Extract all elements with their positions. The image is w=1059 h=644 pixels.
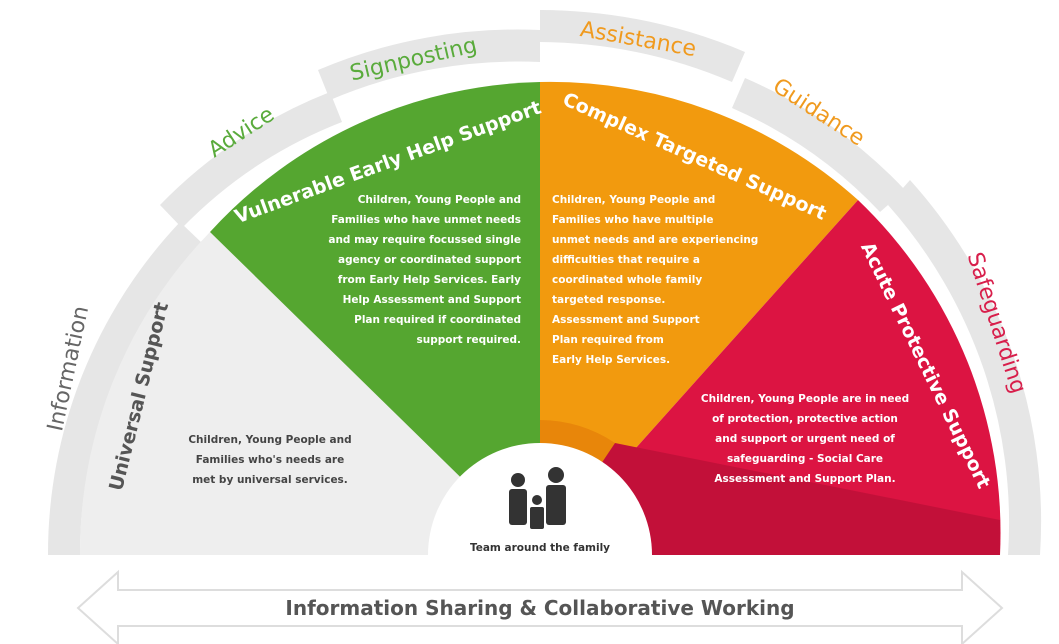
svg-text:safeguarding - Social Care: safeguarding - Social Care <box>727 453 883 465</box>
svg-text:Early Help Services.: Early Help Services. <box>552 354 670 366</box>
segment-universal <box>79 232 540 555</box>
collaboration-arrow <box>76 569 1004 644</box>
svg-text:Families who's needs are: Families who's needs are <box>196 454 344 466</box>
svg-text:Children, Young People and: Children, Young People and <box>358 194 521 206</box>
svg-text:Children, Young People are in: Children, Young People are in need <box>701 393 909 405</box>
svg-text:and support or urgent need of: and support or urgent need of <box>715 433 895 445</box>
svg-text:difficulties that require a: difficulties that require a <box>552 254 700 266</box>
svg-text:and may require focussed singl: and may require focussed single <box>328 234 521 246</box>
svg-text:from Early Help Services. Earl: from Early Help Services. Early <box>338 274 521 286</box>
svg-text:agency or coordinated support: agency or coordinated support <box>338 254 521 266</box>
svg-text:support required.: support required. <box>416 334 521 346</box>
vulnerable-description: Children, Young People and Families who … <box>328 194 521 346</box>
svg-text:targeted response.: targeted response. <box>552 294 665 306</box>
family-icon <box>509 467 566 529</box>
svg-text:coordinated whole family: coordinated whole family <box>552 274 702 286</box>
segment-complex <box>540 81 858 555</box>
svg-text:Families who have unmet needs: Families who have unmet needs <box>331 214 521 226</box>
svg-text:Assessment and Support Plan.: Assessment and Support Plan. <box>714 473 895 485</box>
segment-vulnerable <box>210 82 540 555</box>
universal-description: Children, Young People and Families who'… <box>188 434 351 486</box>
segment-acute-shade <box>540 443 1000 555</box>
center-label: Team around the family <box>470 542 610 554</box>
svg-text:unmet needs and are experienci: unmet needs and are experiencing <box>552 234 758 246</box>
svg-text:Help Assessment and Support: Help Assessment and Support <box>343 294 521 306</box>
svg-text:Children, Young People and: Children, Young People and <box>188 434 351 446</box>
svg-text:Assessment and Support: Assessment and Support <box>552 314 700 326</box>
svg-text:met by universal services.: met by universal services. <box>192 474 348 486</box>
svg-text:of protection, protective acti: of protection, protective action <box>712 413 898 425</box>
complex-description: Children, Young People and Families who … <box>552 194 758 366</box>
svg-text:Children, Young People and: Children, Young People and <box>552 194 715 206</box>
banner-label: Information Sharing & Collaborative Work… <box>285 596 794 620</box>
svg-text:Families who have multiple: Families who have multiple <box>552 214 714 226</box>
acute-description: Children, Young People are in need of pr… <box>701 393 909 485</box>
outer-band <box>47 10 1042 555</box>
svg-text:Plan required from: Plan required from <box>552 334 664 346</box>
svg-text:Plan required if coordinated: Plan required if coordinated <box>354 314 521 326</box>
